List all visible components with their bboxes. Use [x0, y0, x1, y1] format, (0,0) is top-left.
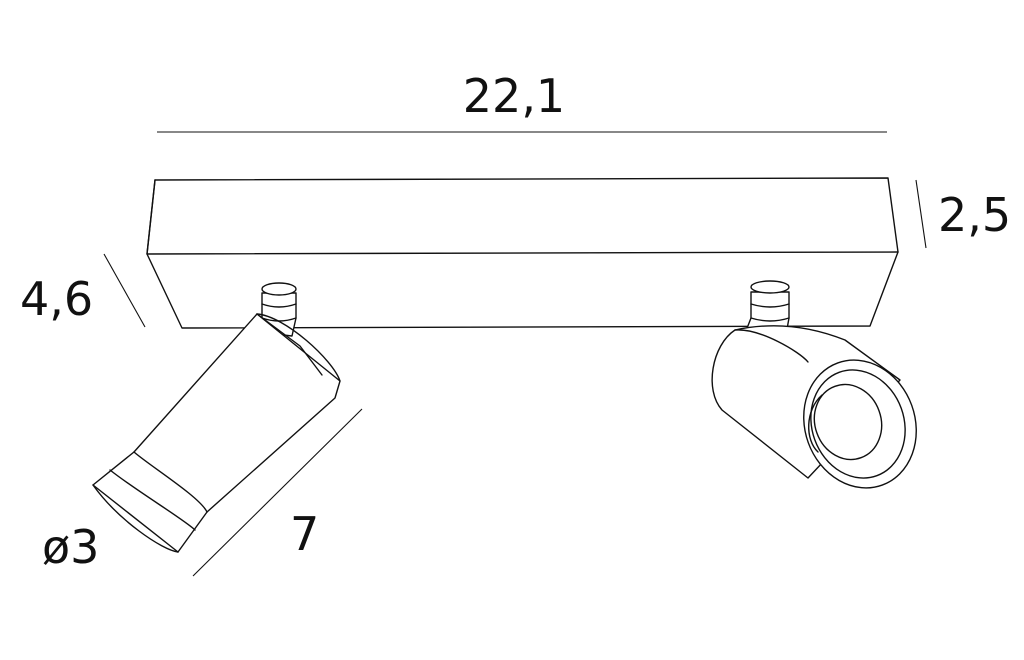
depth-dimension-line	[103, 253, 146, 328]
depth-label: 4,6	[20, 272, 93, 326]
height-label: 2,5	[938, 188, 1011, 242]
length-label: 22,1	[463, 69, 565, 123]
mounting-bar	[146, 177, 899, 329]
diameter-label: ø3	[42, 520, 99, 574]
right-spot-head	[711, 325, 917, 489]
spot-length-dimension-line	[192, 408, 363, 577]
spot-length-label: 7	[290, 507, 319, 561]
left-spot-head	[92, 313, 341, 553]
height-dimension-line	[915, 179, 927, 249]
